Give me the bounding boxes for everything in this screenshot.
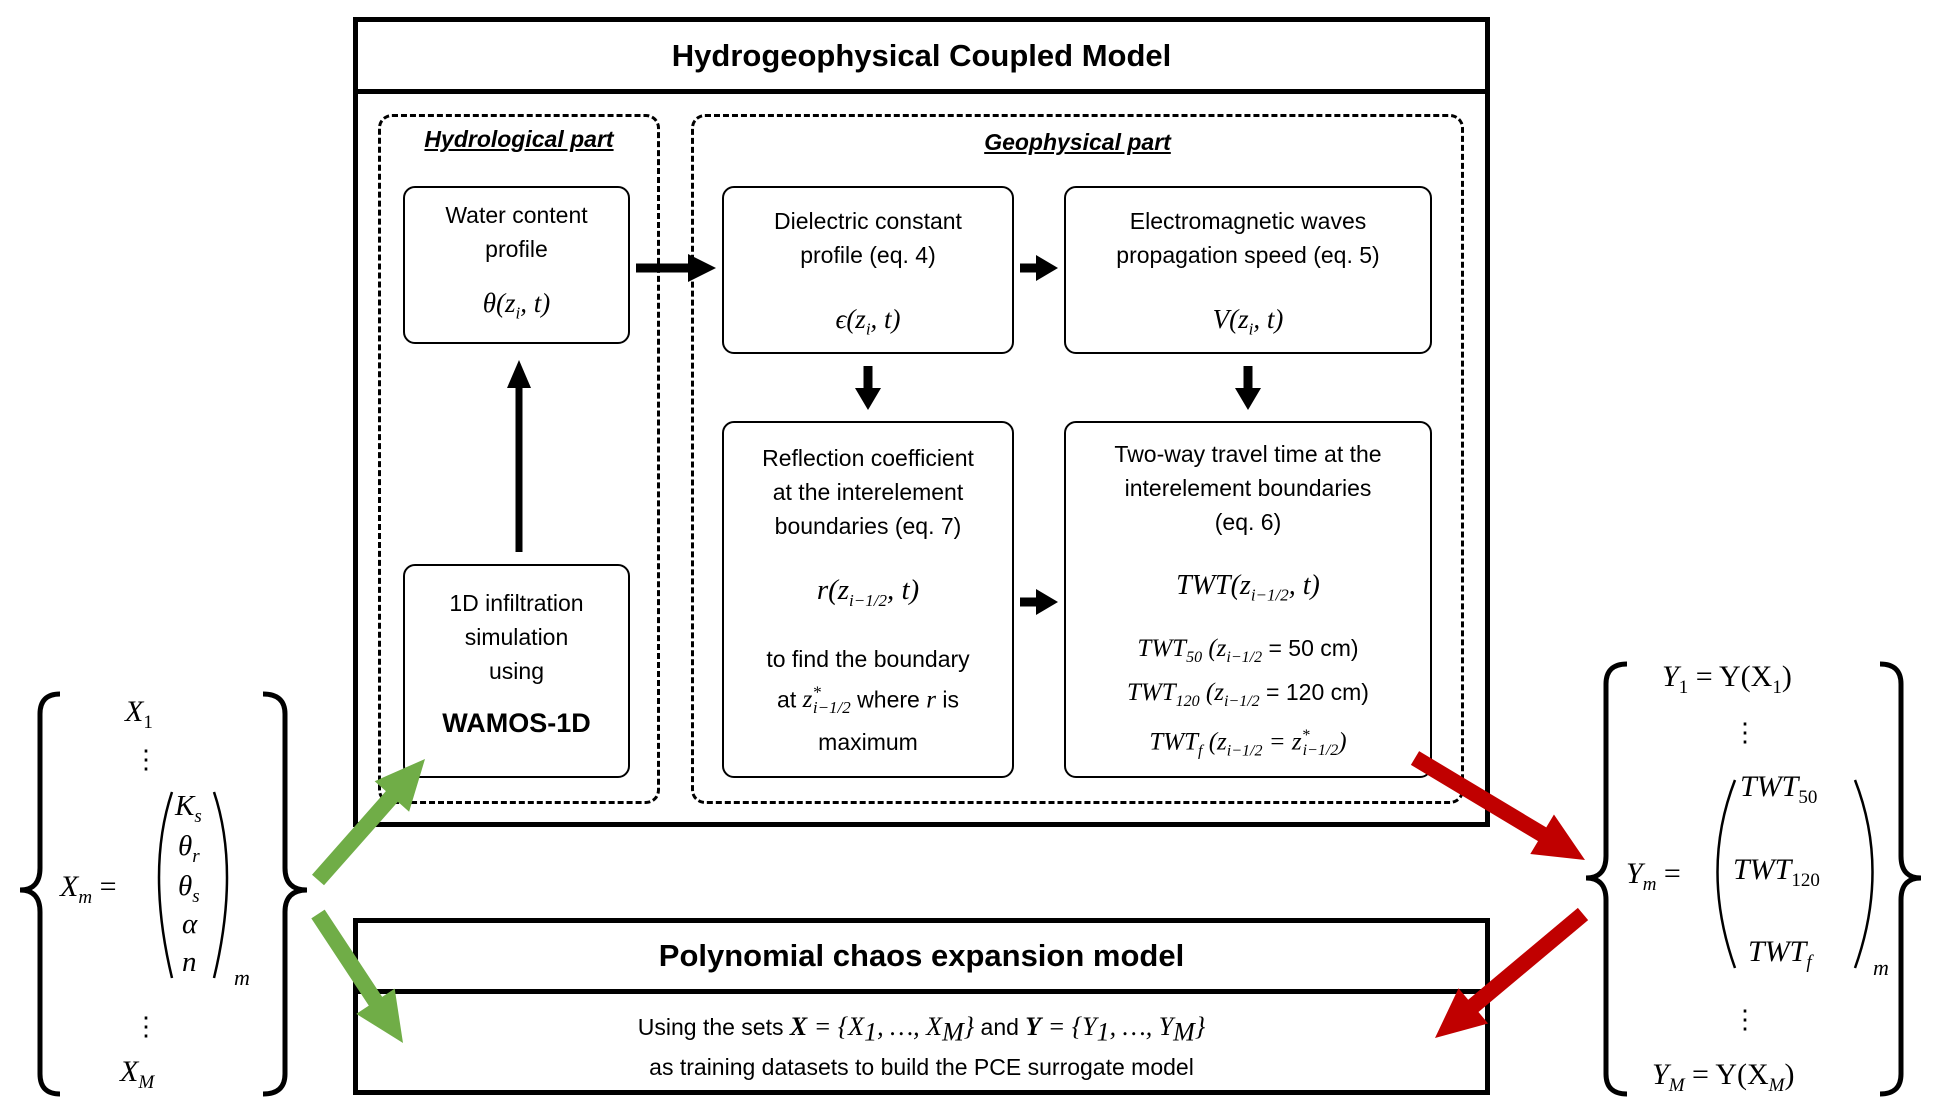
hydrological-part-label: Hydrological part — [424, 126, 614, 152]
coupled-model-title-text: Hydrogeophysical Coupled Model — [671, 37, 1172, 73]
input-param-ks: Ks — [175, 790, 202, 827]
twt-output-120: TWT120 (zi−1/2 = 120 cm) — [1127, 678, 1369, 710]
em-waves-formula: V(zi, t) — [1212, 304, 1284, 339]
output-twt-f: TWTf — [1748, 935, 1812, 973]
pce-description-line1: Using the sets X = {X1, …, XM} and Y = {… — [637, 1012, 1206, 1047]
twt-line2: interelement boundaries — [1124, 475, 1372, 501]
arrow-inputs-to-wamos — [312, 759, 425, 886]
infiltration-line1: 1D infiltration — [449, 590, 584, 616]
output-set-last: YM = Y(XM) — [1652, 1058, 1795, 1096]
input-set-left-brace — [19, 691, 61, 1097]
input-set-dots-top: ⋮ — [133, 745, 159, 774]
reflection-line2: at the interelement — [772, 479, 964, 505]
output-vector-left-paren — [1716, 779, 1737, 969]
reflection-formula: r(zi−1/2, t) — [816, 574, 920, 610]
arrow-dielectric-to-em-head — [1036, 255, 1058, 281]
arrow-inputs-to-pce — [311, 909, 403, 1043]
arrow-outputs-to-pce — [1435, 907, 1589, 1038]
twt-line1: Two-way travel time at the — [1114, 441, 1382, 467]
arrow-reflection-to-twt-head — [1036, 589, 1058, 615]
input-set-last: XM — [120, 1055, 155, 1093]
input-set-first: X1 — [125, 695, 153, 733]
pce-model-box: Polynomial chaos expansion model Using t… — [353, 918, 1490, 1095]
output-twt-50: TWT50 — [1740, 770, 1818, 808]
infiltration-line2: simulation — [464, 624, 569, 650]
em-waves-line2: propagation speed (eq. 5) — [1116, 242, 1380, 268]
output-twt-120: TWT120 — [1733, 853, 1820, 891]
arrow-infiltration-to-water-content-head — [507, 360, 531, 388]
arrow-twt-to-outputs — [1410, 751, 1585, 860]
reflection-note2: at z*i−1/2 where r is — [777, 682, 959, 718]
arrow-em-to-twt-head — [1235, 388, 1261, 410]
output-set-right-brace — [1879, 661, 1922, 1097]
input-param-alpha: α — [182, 908, 198, 940]
reflection-line3: boundaries (eq. 7) — [774, 513, 962, 539]
water-content-formula: θ(zi, t) — [482, 288, 551, 323]
coupled-model-title: Hydrogeophysical Coupled Model — [358, 22, 1485, 94]
reflection-box: Reflection coefficient at the intereleme… — [722, 421, 1014, 778]
dielectric-line2: profile (eq. 4) — [800, 242, 936, 268]
infiltration-box: 1D infiltration simulation using WAMOS-1… — [403, 564, 630, 778]
pce-description: Using the sets X = {X1, …, XM} and Y = {… — [358, 994, 1485, 1084]
output-set-left-brace — [1585, 661, 1628, 1097]
dielectric-line1: Dielectric constant — [774, 208, 962, 234]
input-arrows — [311, 759, 425, 1043]
hydrological-part-group — [378, 114, 660, 804]
input-vector-right-paren — [212, 791, 229, 979]
twt-box: Two-way travel time at the interelement … — [1064, 421, 1432, 778]
input-param-n: n — [182, 946, 197, 978]
reflection-line1: Reflection coefficient — [762, 445, 974, 471]
geophysical-part-label: Geophysical part — [984, 129, 1171, 155]
em-waves-line1: Electromagnetic waves — [1129, 208, 1367, 234]
input-vector-left-paren — [157, 791, 174, 979]
twt-line3: (eq. 6) — [1214, 509, 1282, 535]
twt-output-50: TWT50 (zi−1/2 = 50 cm) — [1137, 634, 1359, 666]
input-set-dots-bottom: ⋮ — [133, 1012, 159, 1041]
infiltration-line3: using — [489, 658, 544, 684]
output-set-first: Y1 = Y(X1) — [1662, 660, 1792, 698]
water-content-line2: profile — [485, 236, 548, 262]
water-content-line1: Water content — [445, 202, 588, 228]
pce-model-title-text: Polynomial chaos expansion model — [658, 938, 1185, 973]
em-waves-box: Electromagnetic waves propagation speed … — [1064, 186, 1432, 354]
water-content-box: Water content profile θ(zi, t) — [403, 186, 630, 344]
input-set-right-brace — [262, 691, 308, 1097]
reflection-note3: maximum — [818, 729, 918, 756]
dielectric-formula: ϵ(zi, t) — [835, 304, 901, 339]
output-vector-right-paren — [1853, 779, 1874, 969]
input-vector-sub: m — [234, 965, 250, 990]
pce-model-title: Polynomial chaos expansion model — [358, 923, 1485, 994]
output-set-ym: Ym = — [1626, 857, 1681, 895]
pce-description-line2: as training datasets to build the PCE su… — [649, 1053, 1194, 1080]
output-set-dots-bottom: ⋮ — [1732, 1005, 1758, 1034]
input-set-xm: Xm = — [60, 870, 117, 908]
input-param-theta-s: θs — [178, 870, 200, 907]
output-vector-sub: m — [1873, 955, 1889, 980]
input-param-theta-r: θr — [178, 830, 200, 867]
twt-output-f: TWTf (zi−1/2 = z*i−1/2) — [1149, 726, 1347, 759]
twt-formula: TWT(zi−1/2, t) — [1176, 570, 1320, 605]
geophysical-part-group — [691, 114, 1464, 804]
reflection-note1: to find the boundary — [766, 645, 970, 672]
flow-arrows — [507, 254, 1261, 615]
wamos-software-label: WAMOS-1D — [442, 708, 591, 738]
arrow-water-to-dielectric-head — [688, 254, 716, 282]
dielectric-box: Dielectric constant profile (eq. 4) ϵ(zi… — [722, 186, 1014, 354]
output-set-dots-top: ⋮ — [1732, 718, 1758, 747]
arrow-dielectric-to-reflection-head — [855, 388, 881, 410]
output-arrows — [1410, 751, 1589, 1038]
coupled-model-box: Hydrogeophysical Coupled Model — [353, 17, 1490, 827]
